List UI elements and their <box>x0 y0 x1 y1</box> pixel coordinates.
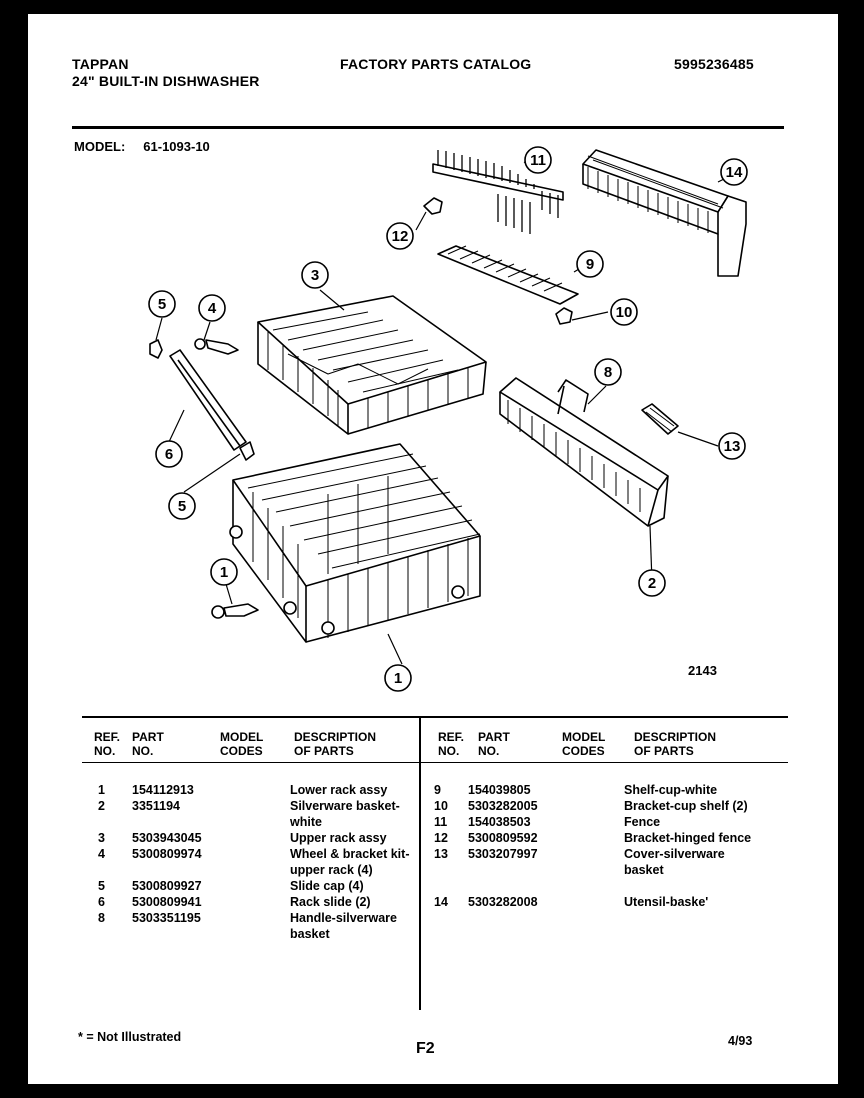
callout-5-lower: 5 <box>178 498 186 515</box>
table-cell-part: 154039805 <box>468 783 531 797</box>
catalog-number: 5995236485 <box>674 56 754 72</box>
table-cell-part: 5303282005 <box>468 799 538 813</box>
callout-5-upper: 5 <box>158 296 166 313</box>
catalog-title: FACTORY PARTS CATALOG <box>340 56 532 72</box>
table-cell-desc: Cover-silverware <box>624 847 725 861</box>
table-cell-desc: Bracket-cup shelf (2) <box>624 799 748 813</box>
brand-title: TAPPAN <box>72 56 129 72</box>
table-cell-desc: white <box>290 815 322 829</box>
table-cell-ref: 1 <box>98 783 105 797</box>
callout-11: 11 <box>530 152 546 169</box>
upper-rack-part <box>257 295 487 435</box>
table-cell-ref: 5 <box>98 879 105 893</box>
table-cell-ref: 8 <box>98 911 105 925</box>
table-cell-ref: 6 <box>98 895 105 909</box>
table-cell-ref: 12 <box>434 831 448 845</box>
callout-12: 12 <box>392 228 409 245</box>
table-cell-ref: 14 <box>434 895 448 909</box>
table-cell-part: 5300809974 <box>132 847 202 861</box>
table-cell-desc: basket <box>290 927 330 941</box>
revision-date: 4/93 <box>728 1034 753 1048</box>
table-top-rule <box>82 716 788 718</box>
table-cell-part: 5300809592 <box>468 831 538 845</box>
table-cell-part: 5303207997 <box>468 847 538 861</box>
fence-part <box>432 150 564 234</box>
cup-shelf-bracket <box>555 307 573 325</box>
basket-handle-part <box>557 379 589 415</box>
col-ref-left: REF.NO. <box>94 730 121 758</box>
table-cell-part: 5303943045 <box>132 831 202 845</box>
table-cell-ref: 3 <box>98 831 105 845</box>
model-number: 61-1093-10 <box>143 139 210 154</box>
callout-2: 2 <box>648 575 656 592</box>
silverware-basket-part <box>499 377 669 527</box>
table-cell-desc: Shelf-cup-white <box>624 783 718 797</box>
rack-slide-part <box>169 349 247 451</box>
table-column-divider <box>419 716 421 1010</box>
callout-9: 9 <box>586 256 594 273</box>
table-cell-desc: basket <box>624 863 664 877</box>
table-cell-desc: upper rack (4) <box>290 863 373 877</box>
header-rule <box>72 126 784 129</box>
model-label: MODEL: <box>74 139 126 154</box>
table-cell-desc: Lower rack assy <box>290 783 388 797</box>
table-cell-desc: Slide cap (4) <box>290 879 364 893</box>
utensil-basket-part <box>582 149 747 277</box>
table-cell-ref: 9 <box>434 783 441 797</box>
hinged-fence-bracket <box>423 197 443 215</box>
table-cell-part: 5300809941 <box>132 895 202 909</box>
callout-1-rack: 1 <box>394 670 402 687</box>
callout-13: 13 <box>724 438 741 455</box>
callout-3: 3 <box>311 267 319 284</box>
callout-6: 6 <box>165 446 173 463</box>
table-header-rule <box>82 762 788 763</box>
table-cell-part: 154112913 <box>132 783 194 797</box>
lower-wheel-part <box>211 603 259 619</box>
table-cell-ref: 10 <box>434 799 448 813</box>
cup-shelf-part <box>437 245 579 305</box>
table-cell-ref: 11 <box>434 815 448 829</box>
footnote: * = Not Illustrated <box>78 1030 182 1044</box>
col-ref-right: REF.NO. <box>438 730 465 758</box>
callout-4: 4 <box>208 300 217 317</box>
model-line: MODEL: 61-1093-10 <box>74 139 210 154</box>
table-cell-part: 3351194 <box>132 799 180 813</box>
wheel-bracket-part <box>194 338 239 355</box>
table-cell-desc: Upper rack assy <box>290 831 387 845</box>
exploded-parts-diagram: 11 14 12 9 3 5 4 10 8 13 6 5 2 1 1 <box>148 146 748 692</box>
table-cell-ref: 4 <box>98 847 105 861</box>
table-cell-desc: Fence <box>624 815 661 829</box>
table-cell-part: 154038503 <box>468 815 531 829</box>
slide-cap-lower <box>239 441 255 461</box>
catalog-page: TAPPAN 24" BUILT-IN DISHWASHER FACTORY P… <box>28 14 838 1084</box>
table-cell-ref: 2 <box>98 799 105 813</box>
product-title: 24" BUILT-IN DISHWASHER <box>72 73 260 89</box>
table-cell-desc: Rack slide (2) <box>290 895 371 909</box>
callout-10: 10 <box>616 304 633 321</box>
callout-14: 14 <box>726 164 743 181</box>
table-cell-part: 5303282008 <box>468 895 538 909</box>
table-cell-desc: Utensil-baske' <box>624 895 709 909</box>
table-cell-desc: Silverware basket- <box>290 799 400 813</box>
table-cell-ref: 13 <box>434 847 448 861</box>
lower-rack-part <box>229 443 481 643</box>
table-cell-part: 5300809927 <box>132 879 202 893</box>
table-cell-desc: Wheel & bracket kit- <box>290 847 410 861</box>
callout-1-wheel: 1 <box>220 564 228 581</box>
figure-number: 2143 <box>688 663 717 678</box>
table-cell-desc: Bracket-hinged fence <box>624 831 752 845</box>
page-number: F2 <box>416 1040 435 1057</box>
callout-8: 8 <box>604 364 612 381</box>
silverware-cover-part <box>641 403 679 435</box>
table-cell-part: 5303351195 <box>132 911 201 925</box>
table-cell-desc: Handle-silverware <box>290 911 397 925</box>
slide-cap-upper <box>149 339 163 359</box>
